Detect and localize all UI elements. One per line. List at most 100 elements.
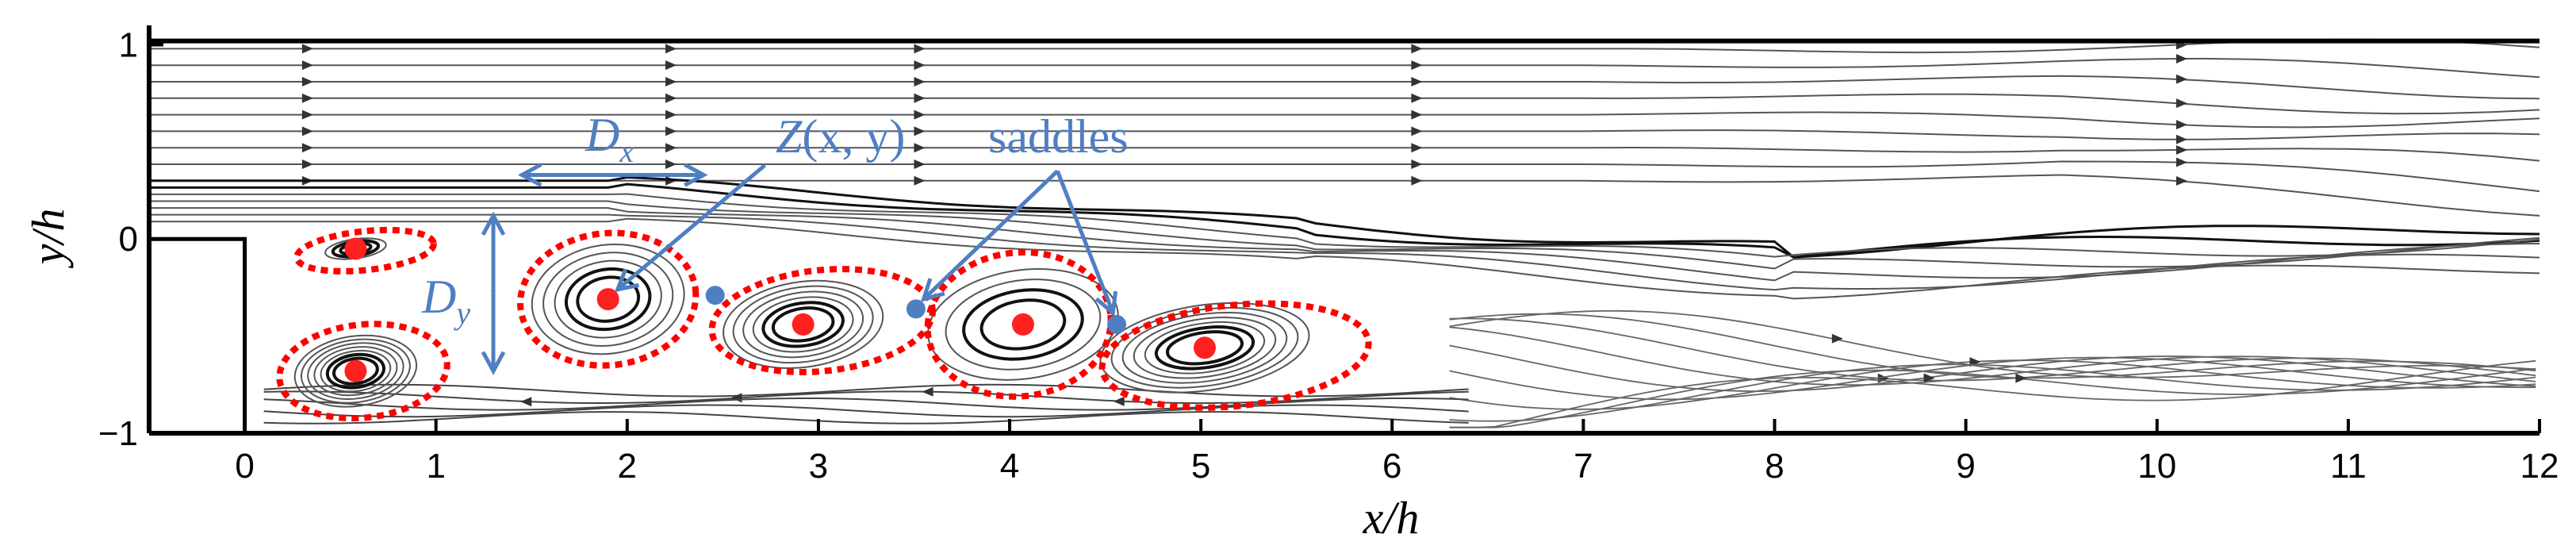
dy-arrow-up-head: [481, 211, 506, 236]
streamline-arrow: [2015, 373, 2027, 383]
vortex-loop: [300, 338, 411, 404]
vortex-loop: [945, 278, 1102, 371]
y-tick-label: 0: [119, 220, 138, 259]
vortex-loop: [979, 298, 1067, 351]
streamline-arrow: [1411, 175, 1423, 186]
vortex-loop: [1133, 317, 1277, 379]
x-tick-label: 2: [618, 447, 637, 486]
streamline-arrow: [301, 76, 313, 86]
vortex-loop: [564, 267, 652, 332]
streamline: [149, 200, 2540, 270]
streamline: [149, 57, 2540, 79]
streamline: [263, 390, 1469, 405]
vortex-loop: [313, 346, 398, 397]
vortex-outline: [924, 249, 1114, 400]
streamline-arrow: [1411, 109, 1423, 120]
streamline-arrow: [2175, 53, 2187, 63]
dx-label: Dx: [585, 109, 634, 169]
streamline-arrow: [301, 93, 313, 103]
streamline-arrow: [1831, 333, 1843, 344]
y-tick-label: −1: [98, 414, 138, 453]
streamline: [149, 207, 2540, 282]
streamline-arrow: [1411, 143, 1423, 153]
streamline: [149, 93, 2540, 115]
vortex-outlines: [276, 226, 1372, 422]
saddle-point: [705, 286, 725, 305]
streamline-arrow: [914, 44, 926, 54]
streamline: [1449, 363, 2536, 422]
vortex-loop: [1121, 311, 1288, 384]
streamline-arrow: [1411, 93, 1423, 103]
streamline-arrow: [2175, 144, 2187, 155]
streamline: [263, 398, 1469, 411]
streamline-arrow: [2175, 134, 2187, 144]
x-tick-label: 12: [2520, 447, 2559, 486]
vortex-loop: [554, 259, 662, 339]
streamline: [1449, 367, 2536, 428]
streamline: [149, 217, 2540, 300]
x-tick-label: 11: [2330, 447, 2367, 486]
streamline-arrow: [1411, 159, 1423, 170]
streamline-arrow: [730, 393, 742, 403]
vortex-outline: [517, 229, 700, 369]
vortex-loop: [742, 290, 864, 359]
streamline-arrow: [2175, 120, 2187, 130]
saddle-point: [1107, 314, 1127, 334]
streamline-arrow: [1411, 126, 1423, 136]
streamline: [263, 383, 1469, 398]
streamline-arrow: [1411, 76, 1423, 86]
dx-arrow-right-head: [684, 163, 708, 187]
saddles-label: saddles: [988, 110, 1129, 163]
vortex-loop: [761, 301, 845, 348]
streamline-arrow: [914, 175, 926, 186]
y-axis-title: y/h: [22, 209, 74, 269]
critical-points: [344, 237, 1216, 382]
streamline-arrow: [2175, 157, 2187, 167]
plot-frame: [147, 25, 2540, 436]
streamline-arrow: [301, 60, 313, 71]
vortex-center-point: [792, 313, 815, 336]
saddle-pointer-arrow-head: [1094, 290, 1118, 317]
streamline-arrow: [914, 76, 926, 86]
annotations: Dx Dy Z(x, y) saddles: [421, 109, 1129, 375]
streamlines: [149, 38, 2540, 428]
z-pointer-arrow-head: [614, 268, 639, 293]
vortex-loop: [531, 243, 685, 355]
vortex-center-point: [596, 288, 619, 311]
streamline: [149, 182, 2540, 259]
streamline-arrow: [2175, 98, 2187, 109]
vortex-loop: [732, 285, 874, 364]
vortex-center-point: [1011, 313, 1034, 336]
streamline: [149, 193, 2540, 258]
streamline: [149, 111, 2540, 129]
streamline-arrow: [914, 159, 926, 170]
z-pointer-arrow: [616, 163, 767, 291]
x-tick-label: 6: [1382, 447, 1401, 486]
streamline: [149, 146, 2540, 162]
streamline-arrow: [301, 109, 313, 120]
vortex-loop: [542, 252, 674, 347]
vortex-loop: [771, 306, 835, 343]
streamline-arrow: [914, 93, 926, 103]
z-label: Z(x, y): [776, 110, 905, 163]
vortex-loop: [1144, 321, 1266, 375]
x-tick-label: 0: [235, 447, 254, 486]
streamline-arrow: [665, 60, 677, 71]
vortex-center-point: [1193, 336, 1216, 359]
saddle-point: [906, 299, 926, 319]
streamline-arrow: [914, 143, 926, 153]
x-tick-label: 7: [1574, 447, 1593, 486]
streamline-arrow: [1411, 44, 1423, 54]
streamline-arrow: [2175, 74, 2187, 84]
vortex-loop: [307, 342, 404, 400]
streamline: [149, 38, 2540, 54]
streamline-arrow: [914, 60, 926, 71]
streamline-arrow: [914, 109, 926, 120]
streamline: [149, 213, 2540, 291]
streamline: [149, 175, 2540, 259]
streamline: [149, 129, 2540, 140]
streamline: [263, 411, 1469, 424]
vortex-loop: [723, 279, 884, 370]
streamline-arrow: [665, 93, 677, 103]
